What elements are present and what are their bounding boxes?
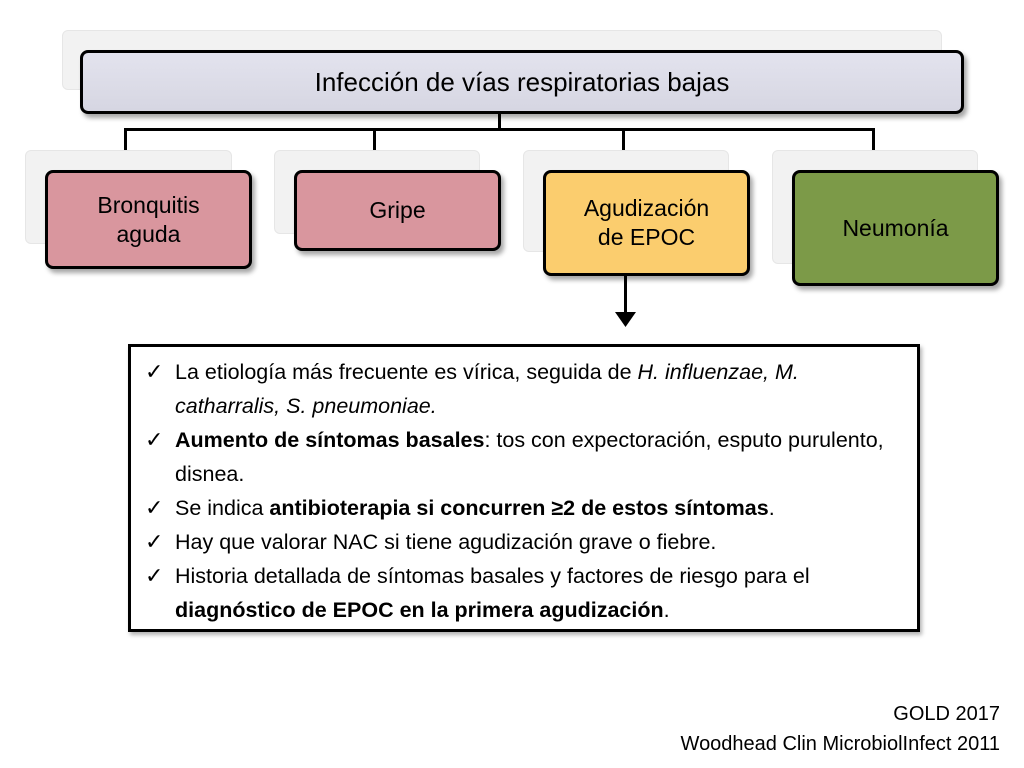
reference-woodhead: Woodhead Clin MicrobiolInfect 2011 — [680, 733, 1000, 755]
info-text-segment: Historia detallada de síntomas basales y… — [175, 564, 810, 588]
info-text-segment: . — [768, 496, 775, 520]
info-text-segment: : tos con expectoración, esputo purulent… — [175, 428, 884, 486]
child-label: Neumonía — [842, 214, 949, 241]
child-box-gripe: Gripe — [294, 170, 501, 251]
connector-drop — [622, 128, 625, 150]
connector-drop — [872, 128, 875, 150]
info-text-segment: . — [663, 598, 670, 622]
child-label: Agudización de EPOC — [583, 195, 710, 250]
checkmark-icon: ✓ — [145, 563, 164, 588]
checkmark-icon: ✓ — [145, 359, 164, 384]
child-box-bronquitis: Bronquitis aguda — [45, 170, 252, 269]
arrow-down-icon — [615, 312, 636, 327]
diagram-title: Infección de vías respiratorias bajas — [314, 66, 730, 97]
info-text-segment: H. influenzae, — [637, 360, 769, 384]
arrow-shaft — [624, 276, 627, 316]
info-text-segment: antibioterapia si concurren ≥2 de estos … — [269, 496, 769, 520]
info-text-segment: Aumento de síntomas basales — [175, 428, 485, 452]
info-bullet-item: ✓ La etiología más frecuente es vírica, s… — [145, 355, 903, 423]
info-text-segment: Hay que valorar NAC si tiene agudización… — [175, 530, 717, 554]
reference-gold: GOLD 2017 — [893, 703, 1000, 725]
connector-horizontal — [124, 128, 875, 131]
child-label: Gripe — [369, 197, 426, 223]
child-label: Bronquitis aguda — [97, 191, 200, 247]
diagram-title-box: Infección de vías respiratorias bajas — [80, 50, 964, 114]
connector-drop — [124, 128, 127, 150]
info-text-segment: M. catharralis, S. pneumoniae. — [175, 360, 799, 418]
info-text-segment: La etiología más frecuente es vírica, se… — [175, 360, 638, 384]
info-bullet-item: ✓ Historia detallada de síntomas basales … — [145, 559, 903, 627]
child-box-neumonia: Neumonía — [792, 170, 999, 286]
info-text-segment: Se indica — [175, 496, 270, 520]
info-bullet-item: ✓ Se indica antibioterapia si concurren ≥… — [145, 491, 903, 525]
info-list: ✓ La etiología más frecuente es vírica, s… — [145, 355, 903, 627]
checkmark-icon: ✓ — [145, 427, 164, 452]
info-text-segment: diagnóstico de EPOC en la primera agudiz… — [175, 598, 664, 622]
connector-trunk — [498, 112, 501, 130]
checkmark-icon: ✓ — [145, 529, 164, 554]
child-box-agudizacion-epoc: Agudización de EPOC — [543, 170, 750, 276]
info-box: ✓ La etiología más frecuente es vírica, s… — [128, 344, 920, 632]
info-bullet-item: ✓ Aumento de síntomas basales: tos con ex… — [145, 423, 903, 491]
checkmark-icon: ✓ — [145, 495, 164, 520]
connector-drop — [373, 128, 376, 150]
info-bullet-item: ✓ Hay que valorar NAC si tiene agudizació… — [145, 525, 903, 559]
